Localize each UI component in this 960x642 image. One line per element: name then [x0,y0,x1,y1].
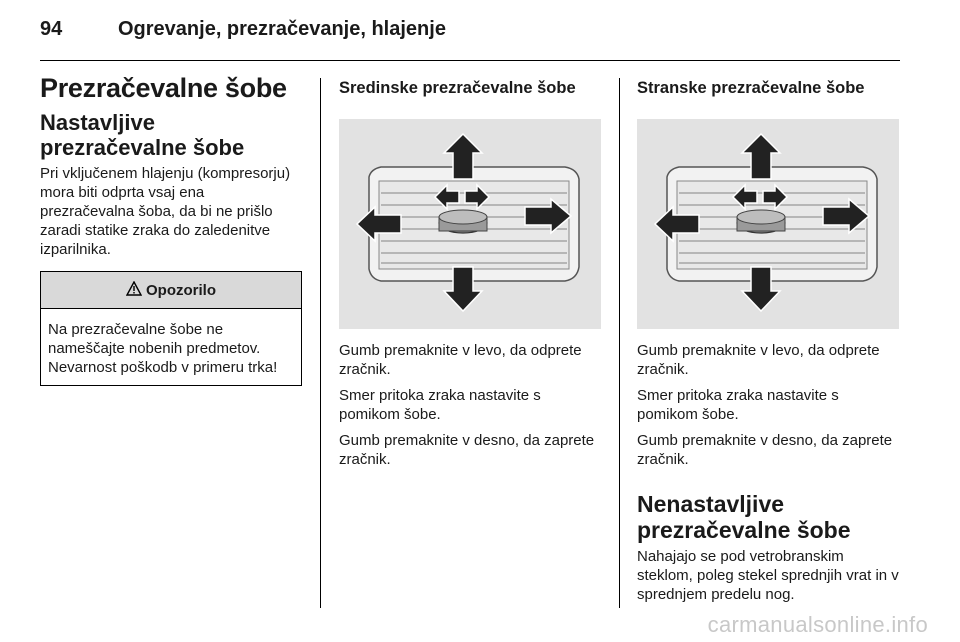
warning-text: Na prezračevalne šobe ne nameščajte nobe… [48,321,278,376]
page-number: 94 [40,18,63,40]
fixed-vents-heading: Nenastavljive prezračevalne šobe [637,491,851,543]
side-vents-heading: Stranske prezračevalne šobe [637,79,865,97]
column-middle: Sredinske prezračevalne šobe [339,72,601,476]
fixed-vents-description: Nahajajo se pod vetrobranskim steklom, p… [637,548,899,603]
warning-triangle-icon [125,280,143,300]
page-header: 94 Ogrevanje, prezračevanje, hlajenje [40,18,900,58]
watermark: carmanualsonline.info [707,612,928,637]
intro-paragraph: Pri vključenem hlajenju (kompresorju) mo… [40,165,291,258]
close-instruction: Gumb premaknite v desno, da zaprete zrač… [637,432,893,468]
header-divider [40,60,900,61]
center-vents-heading: Sredinske prezračevalne šobe [339,79,576,97]
direction-arrows [653,132,871,313]
column-divider-1 [320,78,321,608]
direction-instruction: Smer pritoka zraka nastavite s pomikom š… [637,387,839,423]
column-divider-2 [619,78,620,608]
warning-box: Opozorilo Na prezračevalne šobe ne nameš… [40,271,302,386]
side-vent-illustration [637,119,899,329]
warning-header: Opozorilo [41,272,301,309]
close-instruction: Gumb premaknite v desno, da zaprete zrač… [339,432,595,468]
section-title: Prezračevalne šobe [40,73,287,103]
column-right: Stranske prezračevalne šobe [637,72,900,611]
subsection-title: Nastavljive prezračevalne šobe [40,110,245,160]
open-instruction: Gumb premaknite v levo, da odprete zračn… [637,342,880,378]
center-vent-illustration [339,119,601,329]
chapter-title: Ogrevanje, prezračevanje, hlajenje [118,18,446,40]
vent-housing [368,166,580,282]
vent-housing [666,166,878,282]
column-left: Prezračevalne šobe Nastavljive prezračev… [40,72,302,386]
open-instruction: Gumb premaknite v levo, da odprete zračn… [339,342,582,378]
direction-instruction: Smer pritoka zraka nastavite s pomikom š… [339,387,541,423]
direction-arrows [355,132,573,313]
warning-title: Opozorilo [146,281,216,299]
